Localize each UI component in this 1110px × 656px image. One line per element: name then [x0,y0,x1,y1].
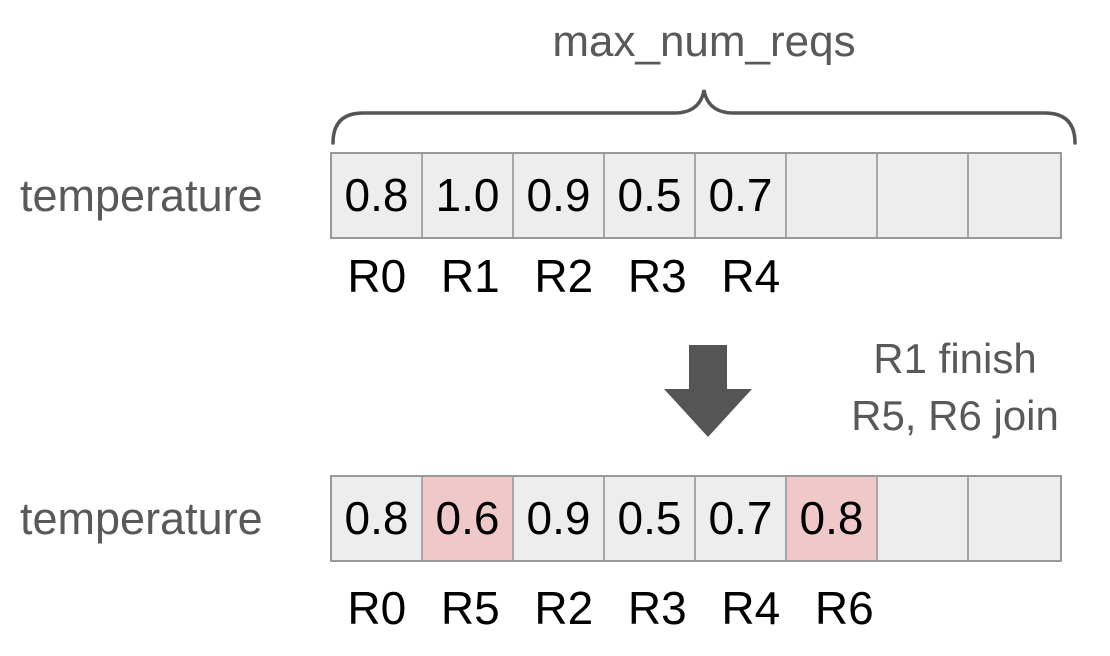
transition-text: R1 finish R5, R6 join [833,330,1077,444]
request-label: R3 [627,250,687,302]
request-labels-before: R0 R1 R2 R3 R4 [330,252,1078,300]
request-label: R4 [721,250,781,302]
request-label: R3 [627,582,687,634]
array-cell: 0.7 [696,154,787,237]
array-cell: 0.6 [423,477,514,560]
request-label: R2 [534,250,594,302]
array-cell: 0.7 [696,477,787,560]
transition-line-2: R5, R6 join [851,392,1059,439]
array-cell: 0.9 [514,477,605,560]
max-num-reqs-label: max_num_reqs [552,17,856,66]
request-label: R4 [721,582,781,634]
array-cell: 1.0 [423,154,514,237]
array-cell: 0.5 [605,477,696,560]
temperature-label-before: temperature [20,170,263,221]
request-label: R0 [347,250,407,302]
request-label [891,584,985,632]
request-label: R0 [347,582,407,634]
array-cell [878,477,969,560]
request-label: R2 [534,582,594,634]
temperature-array-after: 0.8 0.6 0.9 0.5 0.7 0.8 [330,475,1062,562]
curly-brace-icon [331,89,1077,145]
array-cell [969,477,1060,560]
request-label: R5 [440,582,500,634]
array-cell: 0.8 [332,477,423,560]
temperature-array-before: 0.8 1.0 0.9 0.5 0.7 [330,152,1062,239]
request-label [798,252,892,300]
request-label [985,584,1079,632]
request-label: R1 [440,250,500,302]
array-cell: 0.8 [787,477,878,560]
down-arrow-icon [664,345,752,437]
array-cell: 0.9 [514,154,605,237]
transition-line-1: R1 finish [873,335,1037,382]
request-labels-after: R0 R5 R2 R3 R4 R6 [330,584,1078,632]
array-cell [969,154,1060,237]
request-label [985,252,1079,300]
array-cell [787,154,878,237]
temperature-label-after: temperature [20,493,263,544]
array-cell: 0.5 [605,154,696,237]
request-label [891,252,985,300]
request-label: R6 [814,582,874,634]
array-cell [878,154,969,237]
array-cell: 0.8 [332,154,423,237]
